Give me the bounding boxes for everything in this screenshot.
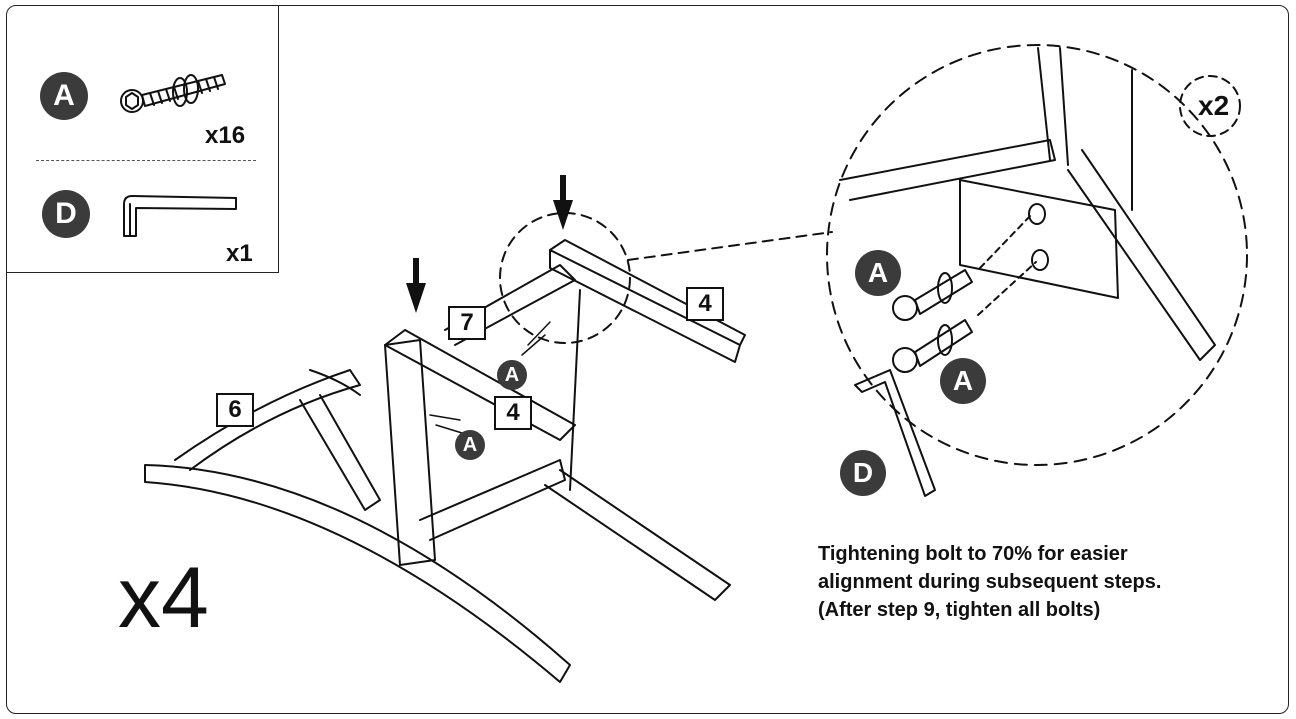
parts-panel (6, 5, 279, 273)
bolt-badge-1: A (497, 360, 527, 390)
detail-multiplier: x2 (1198, 90, 1230, 121)
detail-connector (627, 231, 833, 261)
note-line-3: (After step 9, tighten all bolts) (818, 599, 1101, 621)
step-multiplier: x4 (118, 550, 209, 646)
detail-source-circle (499, 212, 631, 344)
detail-zoom-circle (826, 44, 1248, 466)
x2-circle (1179, 75, 1241, 137)
detail-drawing (839, 47, 1216, 497)
parts-separator (36, 160, 256, 161)
tightening-note: Tightening bolt to 70% for easier alignm… (818, 540, 1161, 624)
part-qty-d: x1 (226, 240, 253, 267)
instruction-sheet (6, 5, 1289, 714)
note-line-1: Tightening bolt to 70% for easier (818, 543, 1128, 565)
note-line-2: alignment during subsequent steps. (818, 571, 1162, 593)
bolt-badge-2: A (455, 430, 485, 460)
chair-frame (144, 239, 746, 683)
down-arrows (406, 175, 573, 313)
part-label-back-rail: 7 (448, 306, 486, 340)
detail-bolt-badge-1: A (855, 250, 901, 296)
allen-key-icon (123, 195, 237, 237)
part-label-seat-rail: 6 (216, 393, 254, 427)
detail-bolt-badge-2: A (940, 358, 986, 404)
detail-tool-badge: D (840, 450, 886, 496)
part-badge-d: D (42, 190, 90, 238)
part-label-side-rail-top: 4 (686, 287, 724, 321)
part-label-side-rail-front: 4 (494, 396, 532, 430)
part-badge-a: A (40, 72, 88, 120)
bolt-icon (120, 74, 226, 113)
part-qty-a: x16 (205, 122, 246, 149)
